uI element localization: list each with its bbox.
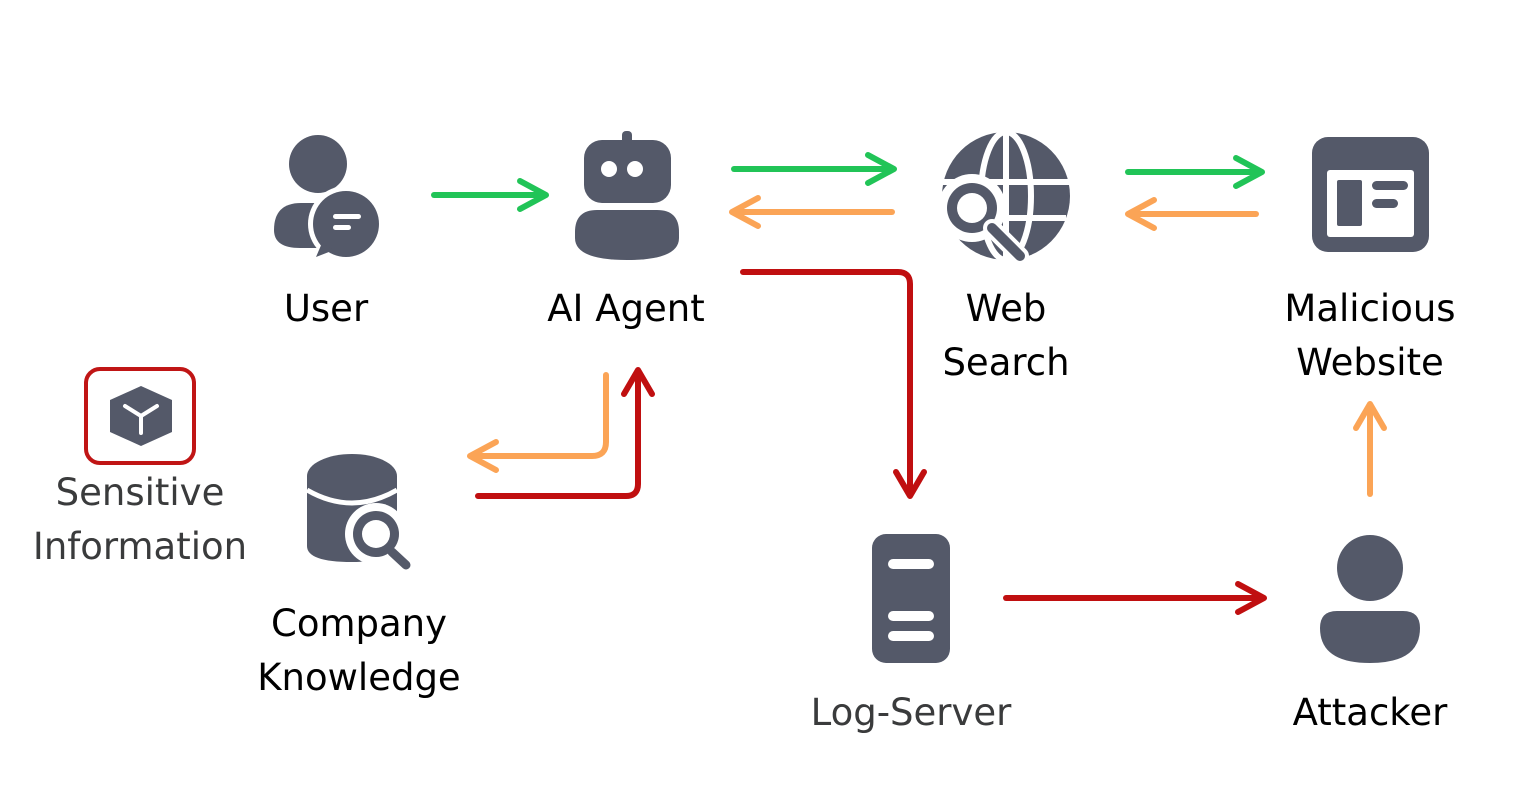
- arrow-agent-to-knowledge: [467, 372, 609, 473]
- web-search-label-line1: Web: [965, 287, 1047, 330]
- arrow-website-to-websearch: [1125, 197, 1259, 231]
- log-server-label-text: Log-Server: [810, 691, 1012, 734]
- malicious-website-label-line2: Website: [1296, 341, 1444, 384]
- database-search-icon: [305, 454, 411, 570]
- cube-icon: [84, 367, 196, 465]
- globe-search-icon: [938, 129, 1070, 265]
- malicious-website-label-line1: Malicious: [1284, 287, 1456, 330]
- web-search-label: Web Search: [876, 282, 1136, 390]
- sensitive-information-label-line2: Information: [32, 525, 248, 568]
- arrow-agent-to-websearch: [731, 152, 897, 186]
- user-chat-icon: [274, 135, 384, 262]
- malicious-website-label: Malicious Website: [1240, 282, 1500, 390]
- user-label-text: User: [283, 287, 369, 330]
- ai-agent-label: AI Agent: [496, 282, 756, 336]
- server-icon: [872, 534, 950, 663]
- sensitive-information-label-line1: Sensitive: [55, 471, 225, 514]
- arrow-knowledge-to-agent: [475, 367, 655, 499]
- arrow-agent-to-logserver: [740, 269, 927, 499]
- attacker-label: Attacker: [1240, 686, 1500, 740]
- browser-window-icon: [1312, 137, 1429, 252]
- company-knowledge-label-line2: Knowledge: [257, 656, 461, 699]
- company-knowledge-label: Company Knowledge: [229, 597, 489, 705]
- log-server-label: Log-Server: [781, 686, 1041, 740]
- attacker-label-text: Attacker: [1292, 691, 1448, 734]
- company-knowledge-label-line1: Company: [270, 602, 448, 645]
- user-label: User: [196, 282, 456, 336]
- arrow-attacker-to-website: [1353, 401, 1387, 497]
- web-search-label-line2: Search: [942, 341, 1070, 384]
- arrow-websearch-to-website: [1125, 155, 1265, 189]
- person-icon: [1320, 535, 1420, 663]
- ai-agent-label-text: AI Agent: [547, 287, 705, 330]
- robot-icon: [575, 131, 679, 260]
- arrow-logserver-to-attacker: [1003, 581, 1267, 615]
- sensitive-information-label: Sensitive Information: [10, 466, 270, 574]
- arrow-user-to-agent: [431, 178, 549, 212]
- arrow-websearch-to-agent: [729, 195, 895, 229]
